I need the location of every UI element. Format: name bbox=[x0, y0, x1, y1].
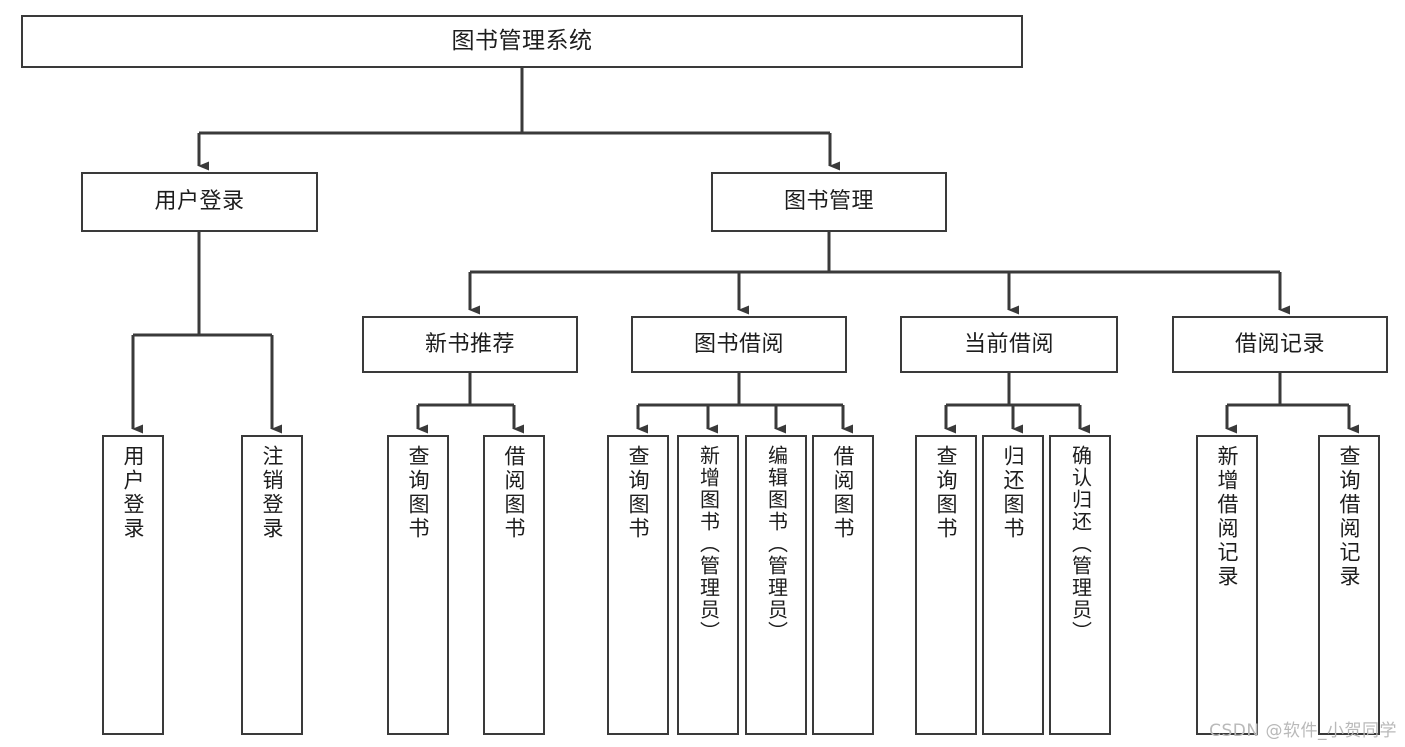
node-leaf-query-book-recommend[interactable]: 查询图书 bbox=[387, 435, 449, 735]
node-leaf-query-book-borrow[interactable]: 查询图书 bbox=[607, 435, 669, 735]
node-leaf-confirm-return-admin[interactable]: 确认归还（管理员） bbox=[1049, 435, 1111, 735]
node-leaf-edit-book-admin[interactable]: 编辑图书（管理员） bbox=[745, 435, 807, 735]
node-leaf-user-login[interactable]: 用户登录 bbox=[102, 435, 164, 735]
node-leaf-add-borrow-record[interactable]: 新增借阅记录 bbox=[1196, 435, 1258, 735]
node-leaf-borrow-book[interactable]: 借阅图书 bbox=[812, 435, 874, 735]
node-root-system[interactable]: 图书管理系统 bbox=[21, 15, 1023, 68]
node-label: 当前借阅 bbox=[963, 331, 1054, 357]
node-label: 借阅记录 bbox=[1234, 331, 1325, 357]
node-leaf-return-book[interactable]: 归还图书 bbox=[982, 435, 1044, 735]
node-leaf-query-book-current[interactable]: 查询图书 bbox=[915, 435, 977, 735]
node-leaf-logout[interactable]: 注销登录 bbox=[241, 435, 303, 735]
node-label: 编辑图书（管理员） bbox=[764, 445, 789, 643]
node-label: 确认归还（管理员） bbox=[1068, 445, 1093, 643]
node-label: 新增图书（管理员） bbox=[696, 445, 721, 643]
node-leaf-query-borrow-record[interactable]: 查询借阅记录 bbox=[1318, 435, 1380, 735]
node-user-login[interactable]: 用户登录 bbox=[81, 172, 318, 232]
node-label: 查询图书 bbox=[406, 445, 431, 541]
node-label: 借阅图书 bbox=[502, 445, 527, 541]
node-label: 用户登录 bbox=[154, 189, 245, 215]
node-book-manage[interactable]: 图书管理 bbox=[711, 172, 947, 232]
node-label: 图书借阅 bbox=[693, 331, 784, 357]
node-label: 注销登录 bbox=[260, 445, 285, 541]
node-label: 新增借阅记录 bbox=[1215, 445, 1240, 589]
node-label: 图书管理 bbox=[783, 189, 874, 215]
node-label: 查询图书 bbox=[934, 445, 959, 541]
node-current-borrow[interactable]: 当前借阅 bbox=[900, 316, 1118, 373]
node-borrow-record[interactable]: 借阅记录 bbox=[1172, 316, 1388, 373]
node-label: 查询图书 bbox=[626, 445, 651, 541]
node-book-borrow[interactable]: 图书借阅 bbox=[631, 316, 847, 373]
node-label: 新书推荐 bbox=[424, 331, 515, 357]
node-label: 归还图书 bbox=[1001, 445, 1026, 541]
node-leaf-borrow-book-recommend[interactable]: 借阅图书 bbox=[483, 435, 545, 735]
watermark-text: CSDN @软件_小贺同学 bbox=[1209, 721, 1397, 741]
node-label: 查询借阅记录 bbox=[1337, 445, 1362, 589]
node-new-book-recommend[interactable]: 新书推荐 bbox=[362, 316, 578, 373]
node-label: 借阅图书 bbox=[831, 445, 856, 541]
node-label: 用户登录 bbox=[121, 445, 146, 541]
node-leaf-add-book-admin[interactable]: 新增图书（管理员） bbox=[677, 435, 739, 735]
node-label: 图书管理系统 bbox=[451, 27, 593, 54]
